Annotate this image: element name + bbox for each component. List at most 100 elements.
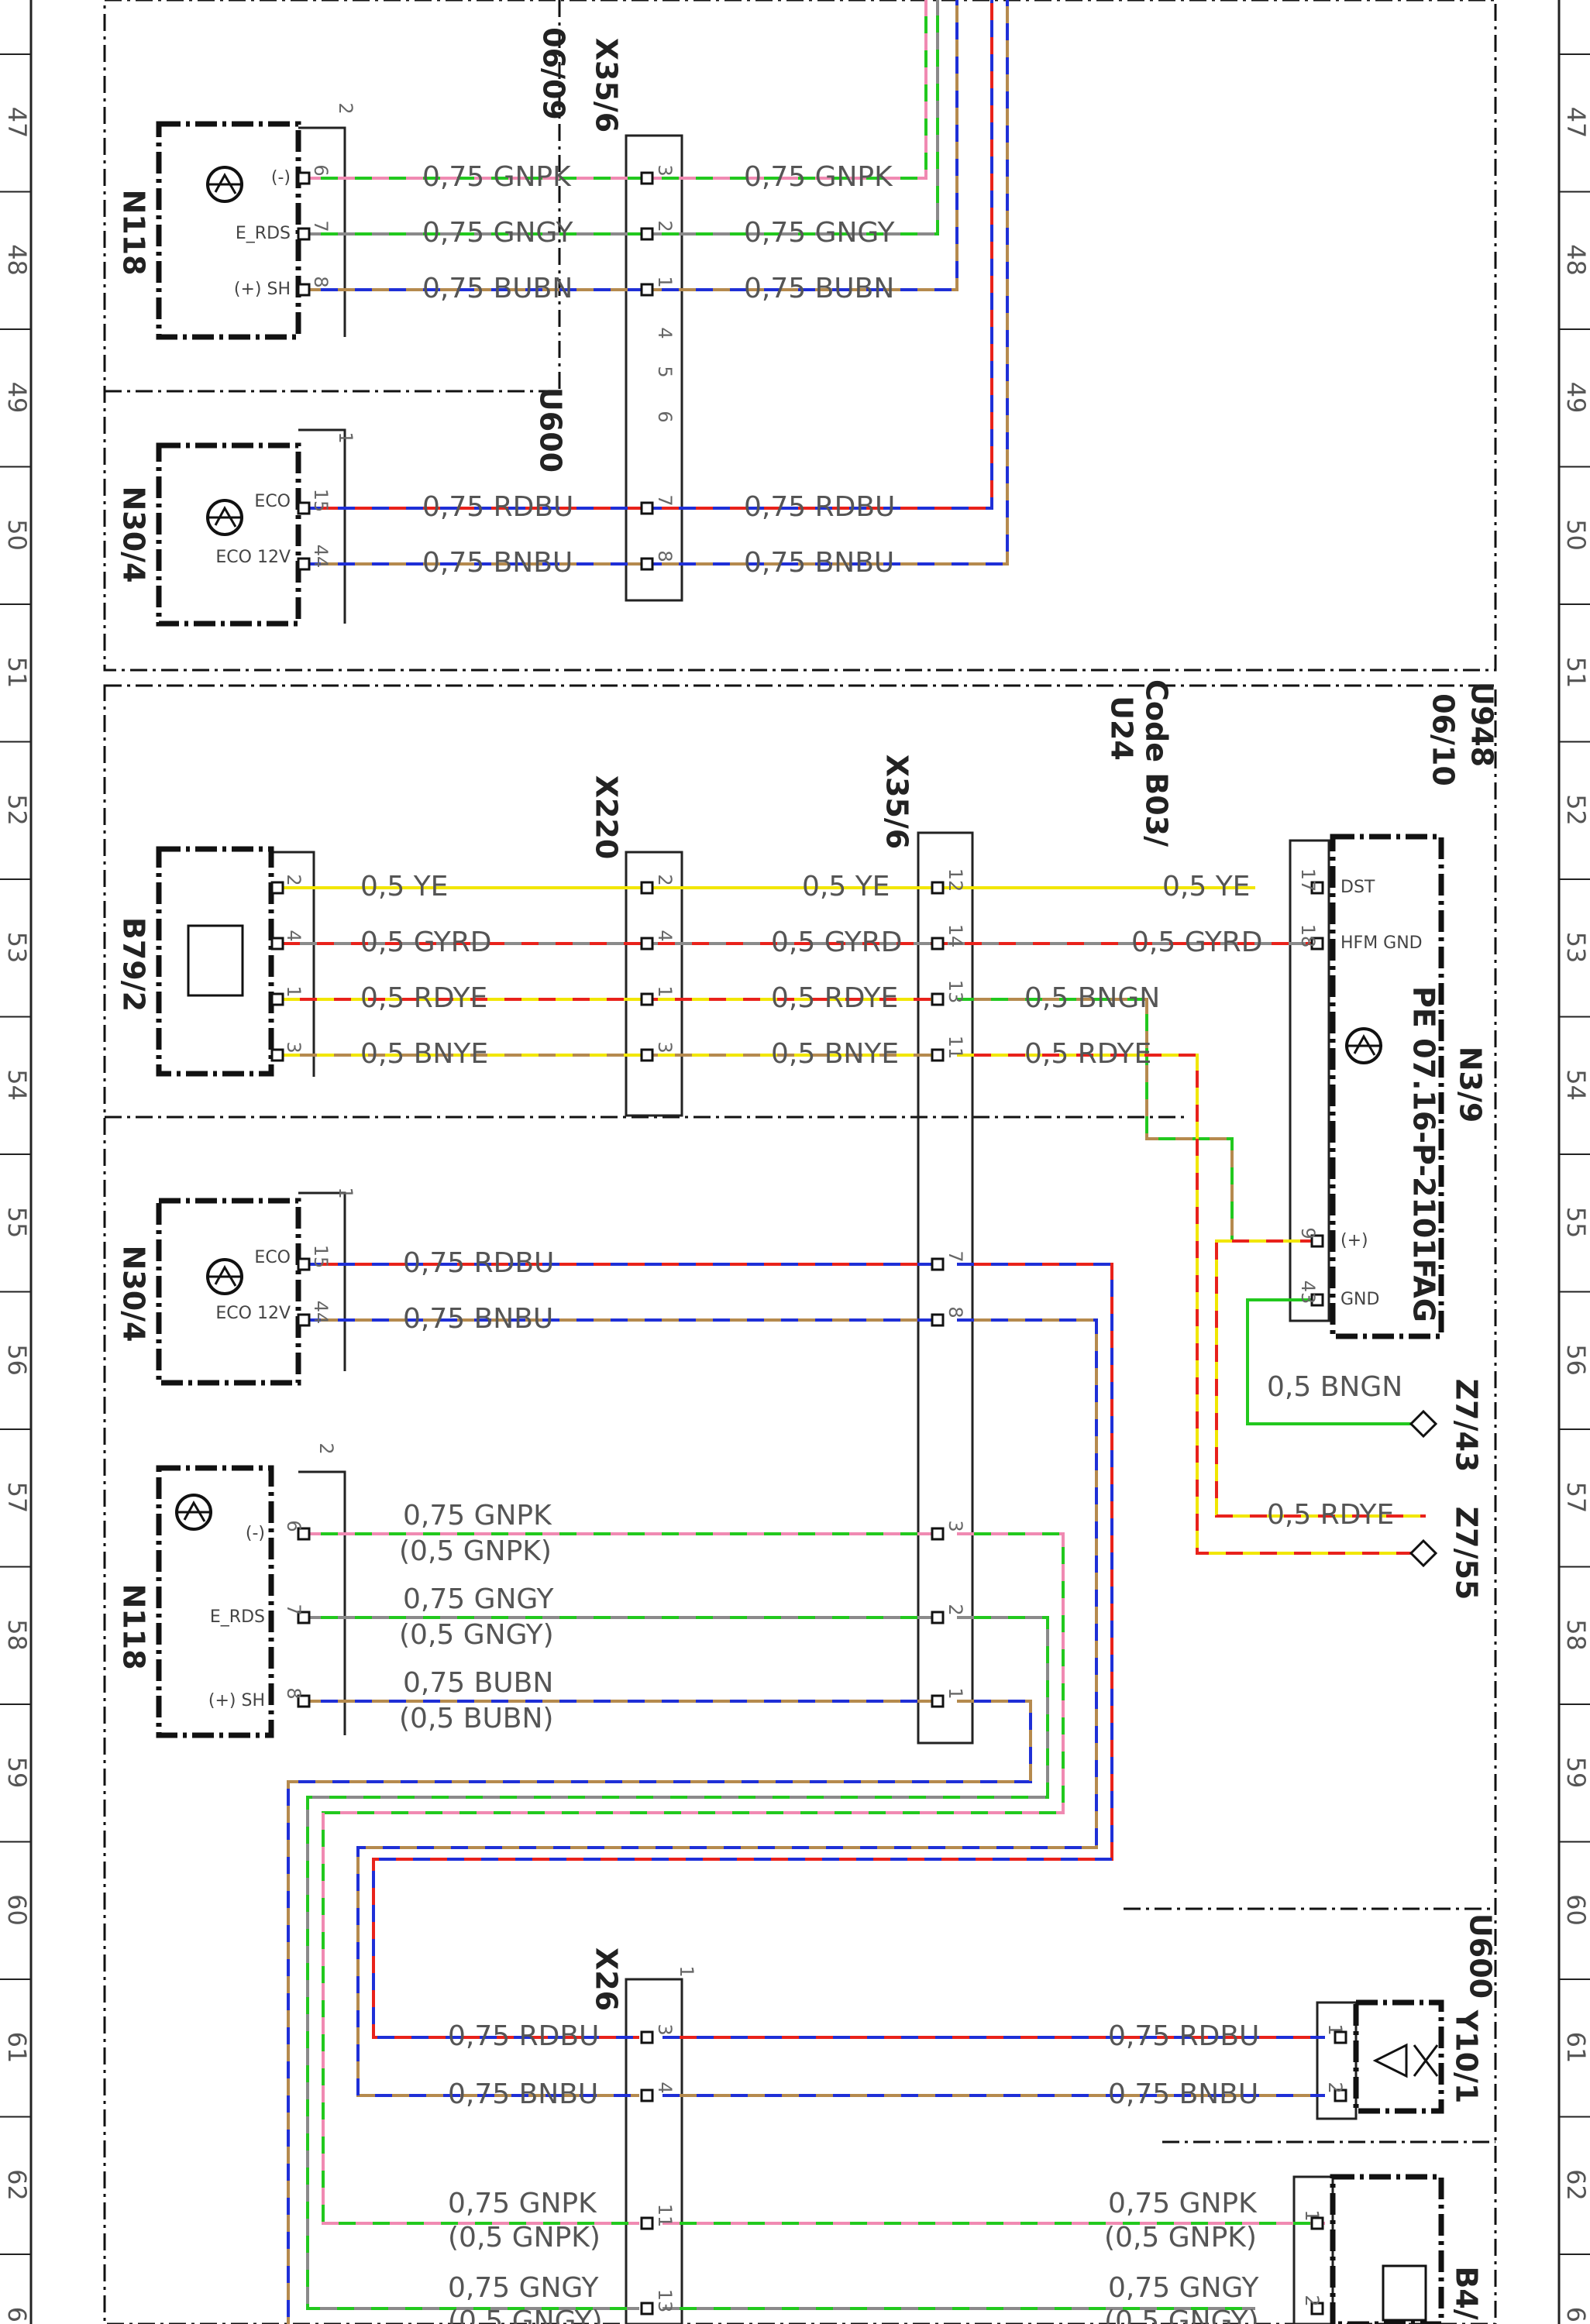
ground-point-label: Z7/43 — [1450, 1379, 1484, 1473]
wire-label: 0,5 GYRD — [1131, 927, 1263, 958]
pressure-sensor-icon — [187, 924, 244, 997]
component-label: N118 — [117, 189, 151, 275]
grid-label-right: 61 — [1561, 2032, 1590, 2064]
pin-number: 1 — [654, 985, 676, 997]
grid-label-left: 52 — [2, 794, 32, 826]
connector-pin — [270, 881, 284, 895]
signal-label: (+) SH — [208, 1691, 265, 1710]
connector-pin — [640, 881, 654, 895]
n3-9-box — [1330, 834, 1444, 1339]
connector-pins — [270, 171, 1438, 2315]
signal-label: ECO — [254, 1248, 291, 1267]
pressure-sensor-icon — [1382, 2264, 1427, 2322]
signal-label: (-) — [271, 168, 291, 187]
pin-number: 6 — [310, 164, 332, 176]
signal-label: GND — [1340, 1290, 1379, 1309]
wire-label: 0,5 RDYE — [1267, 1499, 1394, 1531]
connector-pin — [297, 1694, 311, 1708]
connector-pin — [640, 227, 654, 241]
component-label: N3/9 — [1454, 1047, 1488, 1123]
wire-label: 0,75 BUBN — [403, 1667, 553, 1699]
connector-pin — [931, 1527, 945, 1541]
zone-top — [103, 0, 1497, 672]
component-label: N30/4 — [117, 1245, 151, 1342]
connector-pin — [640, 557, 654, 571]
component-pin-bracket — [271, 851, 315, 1077]
pin-number: 1 — [945, 1687, 966, 1699]
grid-label-right: 51 — [1561, 657, 1590, 689]
component-boxes — [156, 121, 1444, 2324]
wire-label: 0,5 BNYE — [771, 1038, 899, 1070]
wire-label: 0,75 BNBU — [448, 2078, 598, 2110]
grid-label-left: 58 — [2, 1619, 32, 1651]
wire — [287, 1700, 1032, 2324]
connector-pin — [1310, 2216, 1324, 2230]
pin-number: 8 — [310, 276, 332, 287]
grid-label-left: 56 — [2, 1344, 32, 1376]
wire-label: 0,75 BUBN — [422, 273, 573, 304]
wire-stripe — [957, 1054, 1426, 1555]
pin-number: 18 — [1297, 924, 1319, 948]
wire-label: 0,75 BNBU — [403, 1303, 553, 1335]
pin-number: 7 — [283, 1604, 305, 1615]
wire-label: 0,75 GNPK — [744, 161, 893, 193]
signal-label: E_RDS — [210, 1607, 265, 1627]
revision-number: 1 — [335, 1187, 356, 1198]
wire-stripe — [356, 1318, 1098, 2097]
pin-number: 8 — [283, 1687, 305, 1699]
signal-label: HFM GND — [1340, 933, 1423, 953]
wire-label: (0,5 GNGY) — [399, 1619, 554, 1651]
wire-label: 0,5 GYRD — [360, 927, 492, 958]
pin-number: 17 — [1297, 868, 1319, 892]
code-label: Code B03/ — [1140, 679, 1174, 847]
wire-label: 0,5 BNGN — [1267, 1371, 1402, 1403]
connector-pin — [640, 2302, 654, 2315]
pin-number: 15 — [310, 1245, 332, 1269]
grid-label-right: 57 — [1561, 1482, 1590, 1514]
pin-number: 11 — [654, 2204, 676, 2228]
component-pin-bracket — [298, 1191, 346, 1371]
grid-label-right: 58 — [1561, 1619, 1590, 1651]
connector-pin — [931, 1694, 945, 1708]
wire-label: 0,5 BNGN — [1024, 982, 1160, 1014]
grid-label-right: 50 — [1561, 519, 1590, 551]
signal-label: E_RDS — [236, 224, 291, 243]
signal-label: DST — [1340, 878, 1375, 897]
grid-label-right: 62 — [1561, 2169, 1590, 2201]
zone-label: U600 — [1464, 1913, 1498, 1999]
wire-label: 0,5 YE — [1162, 871, 1250, 902]
x35-6-top — [625, 134, 683, 602]
grid-label-right: 52 — [1561, 794, 1590, 826]
sensor-symbol-icon — [206, 1264, 243, 1287]
wire-label: 0,5 RDYE — [1024, 1038, 1151, 1070]
pin-number: 2 — [283, 874, 305, 885]
sensor-symbol-icon — [206, 505, 243, 528]
connector-pin — [1310, 881, 1324, 895]
pin-number: 3 — [654, 164, 676, 176]
pin-number: 3 — [945, 1520, 966, 1532]
wire-label: (0,5 GNGY) — [1104, 2305, 1259, 2324]
n118-lower-box — [156, 1465, 274, 1738]
reference-note: PE 07.16-P-2101FAG — [1407, 986, 1441, 1322]
grid-label-left: 51 — [2, 657, 32, 689]
pin-number: 8 — [945, 1306, 966, 1318]
pin-number: 6 — [283, 1520, 305, 1532]
wire-label: 0,75 GNGY — [448, 2272, 600, 2304]
connector-pin — [297, 171, 311, 185]
signal-label: ECO 12V — [215, 1304, 291, 1323]
grid-label-right: 56 — [1561, 1344, 1590, 1376]
grid-label-right: 47 — [1561, 107, 1590, 139]
grid-label-left: 59 — [2, 1757, 32, 1789]
connector-pin — [297, 1527, 311, 1541]
pin-number: 1 — [283, 985, 305, 997]
grid-label-left: 57 — [2, 1482, 32, 1514]
ground-point-icon — [1409, 1409, 1438, 1439]
connector-pin — [640, 501, 654, 515]
component-label: N30/4 — [117, 486, 151, 583]
grid-label-left: 50 — [2, 519, 32, 551]
signal-label: (+) SH — [234, 280, 291, 299]
connector-pin — [297, 283, 311, 297]
wire-label: 0,75 RDBU — [744, 491, 895, 523]
